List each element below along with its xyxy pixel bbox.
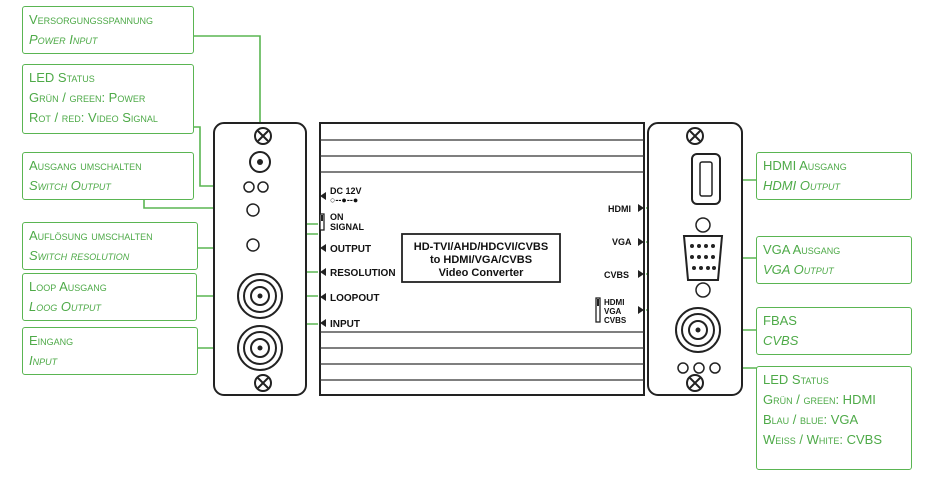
callout-led-status-left: LED Status Grün / green: Power Rot / red… xyxy=(22,64,194,134)
left-port-labels: DC 12V ○--●--● ON SIGNAL OUTPUT RESOLUTI… xyxy=(319,186,396,330)
callout-led-left-line1: Grün / green: Power xyxy=(29,90,146,105)
selector-hdmi-label: HDMI xyxy=(604,298,624,307)
device-title-line2: to HDMI/VGA/CVBS xyxy=(430,254,532,266)
callout-switch-resolution: Auflösung umschalten Switch resolution xyxy=(22,222,198,270)
device-title: HD-TVI/AHD/HDCVI/CVBS to HDMI/VGA/CVBS V… xyxy=(414,241,548,279)
callout-hdmi-de: HDMI Ausgang xyxy=(763,158,847,173)
callout-fbas-en: CVBS xyxy=(763,333,799,348)
callout-led-right-line2: Blau / blue: VGA xyxy=(763,412,859,427)
callout-led-right-line1: Grün / green: HDMI xyxy=(763,392,876,407)
svg-text:○--●--●: ○--●--● xyxy=(330,195,358,205)
callout-switch-output: Ausgang umschalten Switch Output xyxy=(22,152,194,200)
callout-led-left-title: LED Status xyxy=(29,70,95,85)
callout-switch-res-de: Auflösung umschalten xyxy=(29,228,153,243)
input-label: INPUT xyxy=(330,319,360,330)
callout-hdmi-output: HDMI Ausgang HDMI Output xyxy=(756,152,912,200)
callout-fbas: FBAS CVBS xyxy=(756,307,912,355)
left-end-plate xyxy=(213,122,307,396)
signal-label: SIGNAL xyxy=(330,222,365,232)
callout-hdmi-en: HDMI Output xyxy=(763,178,840,193)
callout-input-de: Eingang xyxy=(29,333,74,348)
dc-label: DC 12V xyxy=(330,186,362,196)
callout-loop-en: Loog Output xyxy=(29,299,101,314)
callout-vga-output: VGA Ausgang VGA Output xyxy=(756,236,912,284)
callout-power-input-en: Power Input xyxy=(29,32,98,47)
device-body xyxy=(319,122,645,396)
callout-led-left-line2: Rot / red: Video Signal xyxy=(29,110,158,125)
cvbs-label: CVBS xyxy=(604,270,629,280)
selector-cvbs-label: CVBS xyxy=(604,316,627,325)
callout-switch-output-en: Switch Output xyxy=(29,178,111,193)
callout-led-right-line3: Weiß / White: CVBS xyxy=(763,432,883,447)
callout-power-input-de: Versorgungsspannung xyxy=(29,12,154,27)
selector-vga-label: VGA xyxy=(604,307,622,316)
callout-led-status-right: LED Status Grün / green: HDMI Blau / blu… xyxy=(756,366,912,470)
callout-loop-de: Loop Ausgang xyxy=(29,279,107,294)
callout-switch-res-en: Switch resolution xyxy=(29,248,130,263)
callout-switch-output-de: Ausgang umschalten xyxy=(29,158,142,173)
resolution-label: RESOLUTION xyxy=(330,268,396,279)
loopout-label: LOOPOUT xyxy=(330,293,379,304)
output-label: OUTPUT xyxy=(330,244,371,255)
right-port-labels: HDMI VGA CVBS HDMI VGA CVBS xyxy=(595,204,644,325)
hdmi-label: HDMI xyxy=(608,204,631,214)
callout-vga-en: VGA Output xyxy=(763,262,834,277)
callout-led-right-title: LED Status xyxy=(763,372,829,387)
callout-loop-output: Loop Ausgang Loog Output xyxy=(22,273,197,321)
callout-power-input: Versorgungsspannung Power Input xyxy=(22,6,194,54)
device-title-line1: HD-TVI/AHD/HDCVI/CVBS xyxy=(414,241,548,253)
callout-fbas-de: FBAS xyxy=(763,313,797,328)
callout-vga-de: VGA Ausgang xyxy=(763,242,841,257)
device-title-line3: Video Converter xyxy=(439,267,524,279)
right-end-plate xyxy=(647,122,743,396)
callout-input: Eingang Input xyxy=(22,327,198,375)
on-label: ON xyxy=(330,212,344,222)
vga-label: VGA xyxy=(612,237,632,247)
callout-input-en: Input xyxy=(29,353,58,368)
